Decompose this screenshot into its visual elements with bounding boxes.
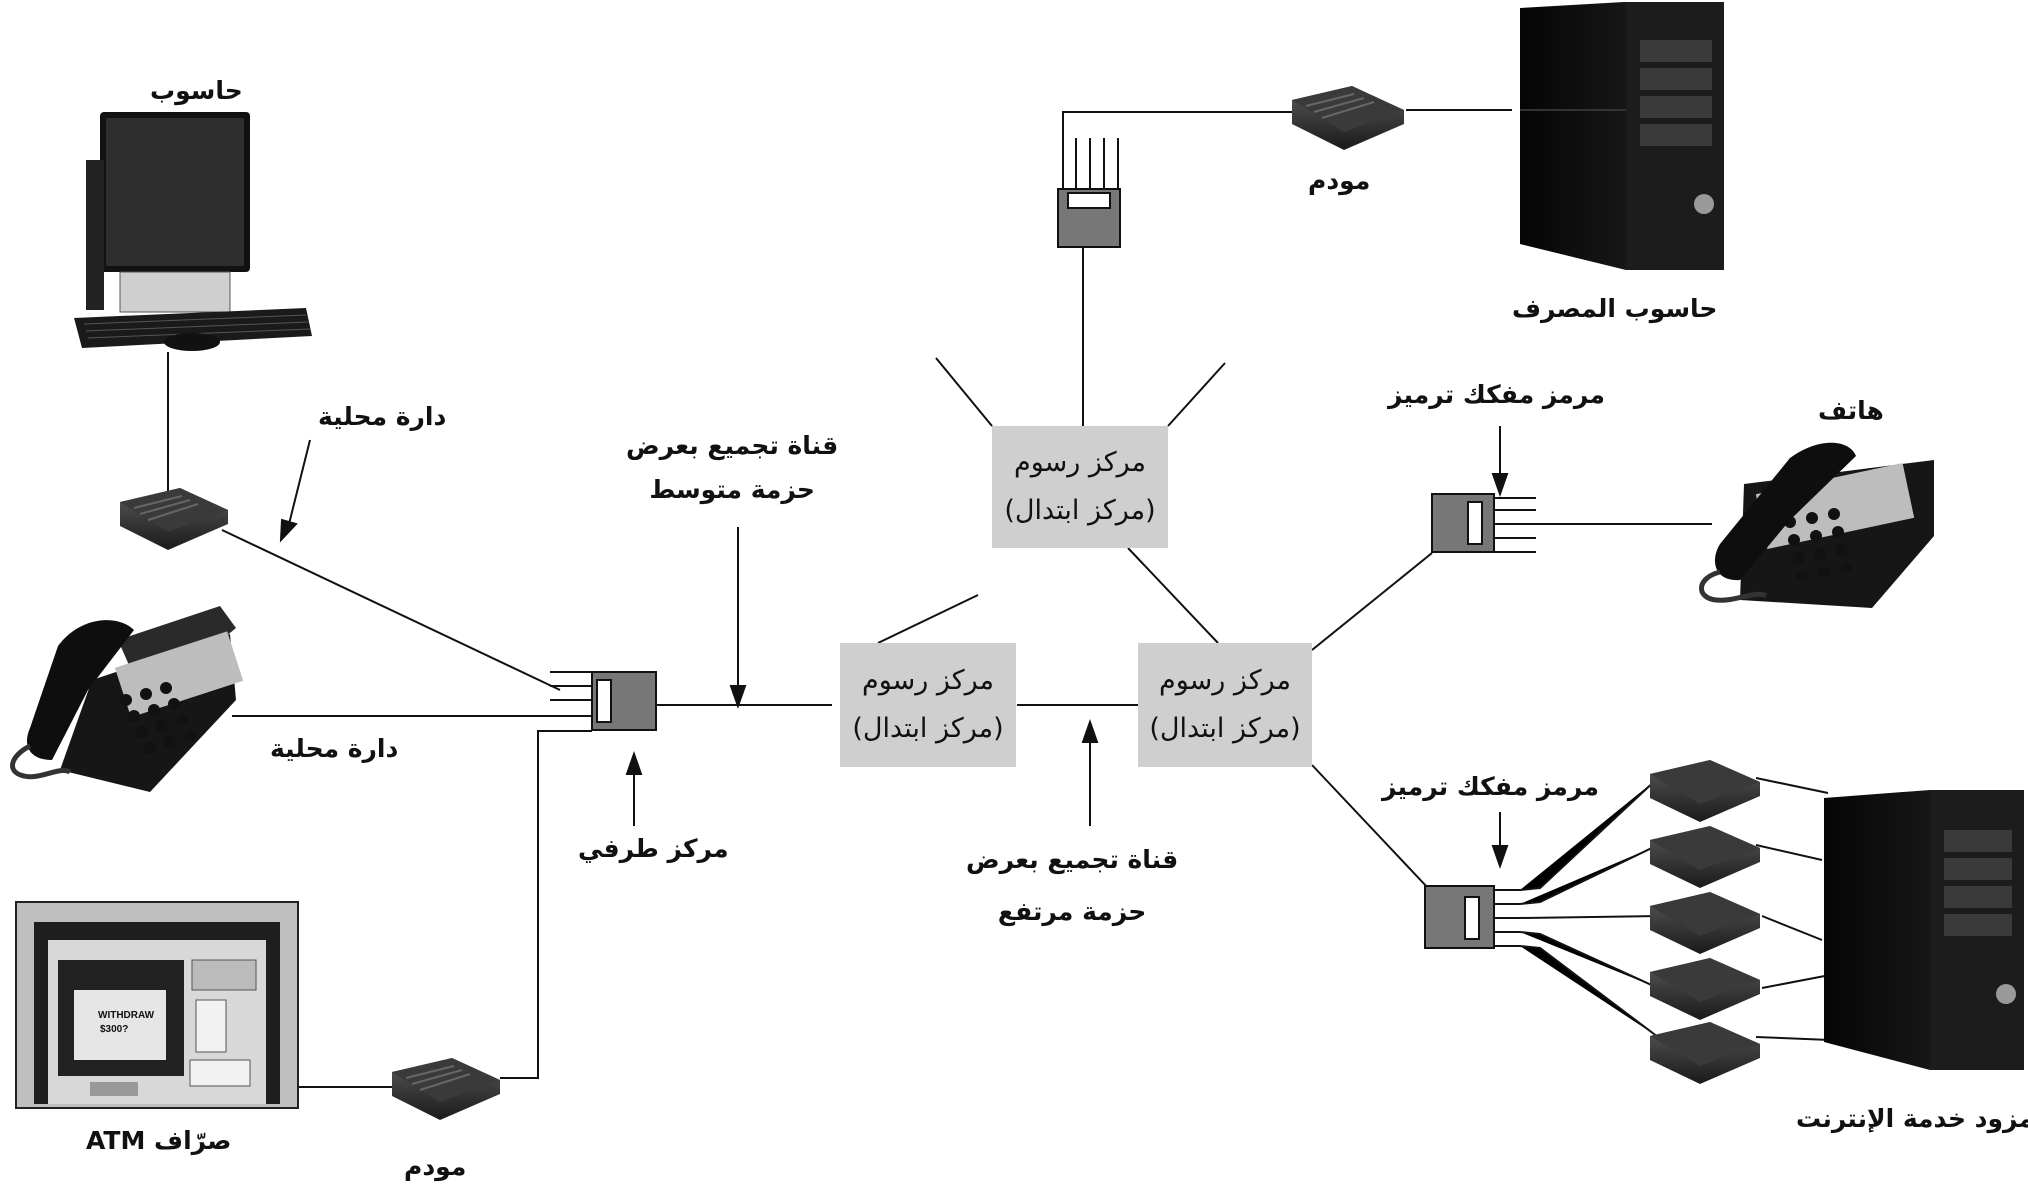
top-codec-box <box>1057 138 1121 248</box>
modem-icon <box>120 488 228 550</box>
switching-center-top: مركز رسوم (مركز ابتدال) <box>992 426 1168 548</box>
modem-icon <box>1650 958 1760 1020</box>
center-title: مركز رسوم <box>1158 665 1292 696</box>
switching-center-right: مركز رسوم (مركز ابتدال) <box>1138 643 1312 767</box>
codec-label: مرمز مفكك ترميز <box>1382 772 1599 801</box>
modem-icon <box>1650 826 1760 888</box>
center-subtitle: (مركز ابتدال) <box>1149 713 1301 744</box>
medium-trunk-label: قناة تجميع بعرض حزمة متوسط <box>626 424 838 512</box>
switching-center-left: مركز رسوم (مركز ابتدال) <box>840 643 1016 767</box>
modem-icon <box>1650 892 1760 954</box>
modem-label: مودم <box>1308 166 1371 195</box>
atm-screen-line2: $300? <box>100 1024 128 1035</box>
center-subtitle: (مركز ابتدال) <box>852 713 1004 744</box>
medium-trunk-label-line1: قناة تجميع بعرض <box>626 431 839 460</box>
desktop-computer-icon <box>74 112 312 351</box>
bank-tower-computer-icon <box>1520 2 1724 270</box>
high-trunk-label-line1: قناة تجميع بعرض <box>966 845 1179 874</box>
isp-tower-computer-icon <box>1824 790 2024 1070</box>
phone-label: هاتف <box>1818 396 1884 425</box>
connection-lines <box>167 109 1831 1088</box>
modem-icon <box>392 1058 500 1120</box>
center-title: مركز رسوم <box>1013 447 1147 478</box>
center-subtitle: (مركز ابتدال) <box>1004 495 1156 526</box>
high-trunk-label: قناة تجميع بعرض حزمة مرتفع <box>966 834 1178 938</box>
codec-label: مرمز مفكك ترميز <box>1388 380 1605 409</box>
center-title: مركز رسوم <box>861 665 995 696</box>
codec-box-upper-right <box>1431 493 1536 553</box>
codec-box-lower-right <box>1424 777 1659 1038</box>
modem-label: مودم <box>404 1152 467 1181</box>
computer-label: حاسوب <box>150 76 243 105</box>
medium-trunk-label-line2: حزمة متوسط <box>649 475 815 504</box>
end-office-box <box>550 671 657 732</box>
end-office-label: مركز طرفي <box>578 834 729 863</box>
local-loop-label: دارة محلية <box>270 734 399 763</box>
modem-icon <box>1292 86 1404 150</box>
telephone-icon <box>10 606 244 792</box>
annotation-arrows <box>279 426 1509 870</box>
bank-computer-label: حاسوب المصرف <box>1512 294 1718 323</box>
local-loop-label: دارة محلية <box>318 402 447 431</box>
telephone-icon <box>1699 442 1934 608</box>
isp-label: مزود خدمة الإنترنت <box>1796 1104 2028 1133</box>
atm-label: صرّاف ATM <box>86 1126 232 1155</box>
atm-screen-line1: WITHDRAW <box>98 1010 155 1021</box>
high-trunk-label-line2: حزمة مرتفع <box>997 897 1147 926</box>
modem-icon <box>1650 1022 1760 1084</box>
atm-icon: WITHDRAW $300? <box>15 901 299 1109</box>
modem-icon <box>1650 760 1760 822</box>
